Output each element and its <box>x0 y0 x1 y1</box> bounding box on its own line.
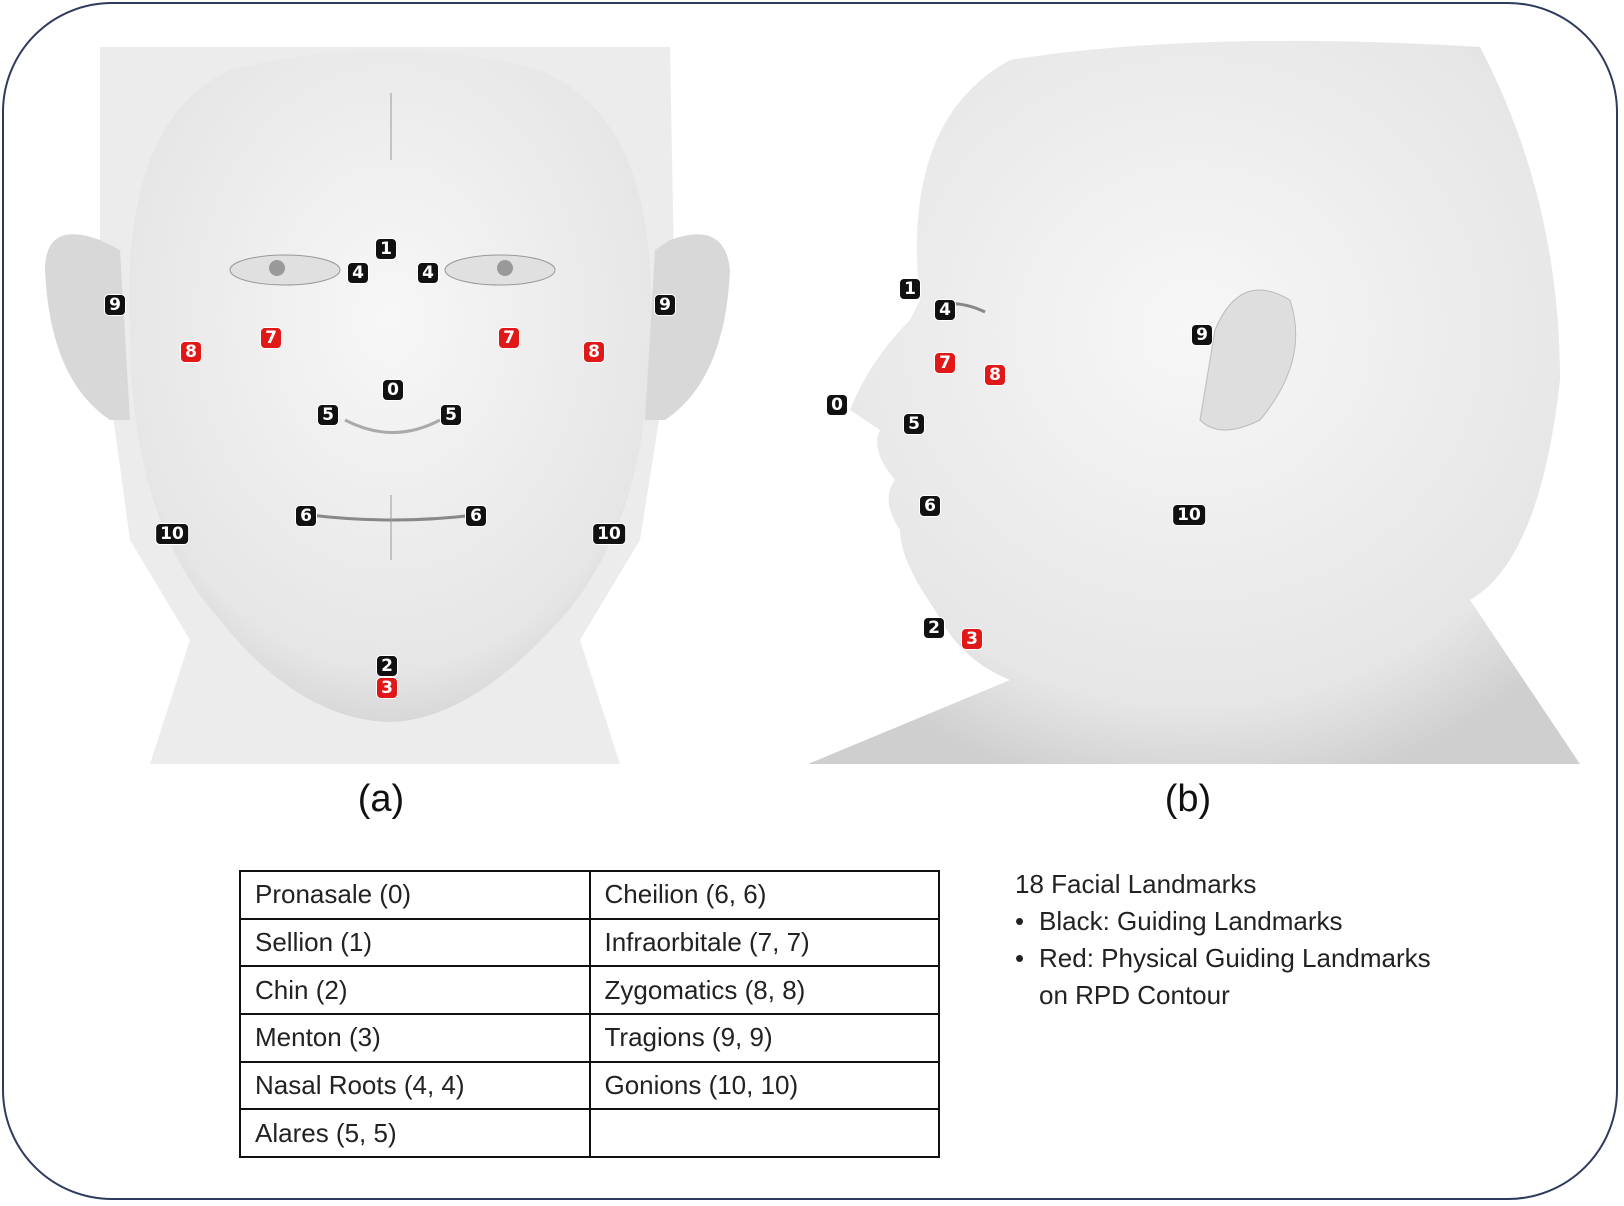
table-row: Sellion (1)Infraorbitale (7, 7) <box>239 917 940 968</box>
landmark-marker-10: 10 <box>592 523 626 545</box>
landmark-marker-7: 7 <box>498 327 520 349</box>
legend-item-red: Red: Physical Guiding Landmarks on RPD C… <box>1015 940 1439 1014</box>
landmark-marker-9: 9 <box>1191 324 1213 346</box>
landmark-marker-1: 1 <box>375 238 397 260</box>
table-row: Chin (2)Zygomatics (8, 8) <box>239 965 940 1015</box>
legend: 18 Facial Landmarks Black: Guiding Landm… <box>1015 866 1439 1014</box>
panel-a-caption: (a) <box>357 778 405 820</box>
landmark-marker-8: 8 <box>984 364 1006 386</box>
table-cell: Zygomatics (8, 8) <box>588 965 940 1015</box>
table-cell: Alares (5, 5) <box>239 1108 591 1158</box>
table-cell: Infraorbitale (7, 7) <box>588 917 940 968</box>
landmark-marker-3: 3 <box>961 628 983 650</box>
legend-title: 18 Facial Landmarks <box>1015 869 1257 899</box>
landmark-marker-5: 5 <box>317 404 339 426</box>
table-cell: Nasal Roots (4, 4) <box>239 1060 591 1111</box>
landmark-marker-0: 0 <box>382 379 404 401</box>
table-cell: Pronasale (0) <box>239 870 591 920</box>
landmark-marker-4: 4 <box>934 299 956 321</box>
table-cell: Tragions (9, 9) <box>588 1012 940 1063</box>
landmark-marker-6: 6 <box>465 505 487 527</box>
side-face-illustration <box>808 40 1580 764</box>
table-row: Pronasale (0)Cheilion (6, 6) <box>239 870 940 920</box>
table-row: Menton (3)Tragions (9, 9) <box>239 1012 940 1063</box>
table-cell: Cheilion (6, 6) <box>588 870 940 920</box>
landmark-marker-9: 9 <box>654 294 676 316</box>
table-cell: Menton (3) <box>239 1012 591 1063</box>
landmark-marker-3: 3 <box>376 677 398 699</box>
landmark-marker-2: 2 <box>376 655 398 677</box>
table-cell: Chin (2) <box>239 965 591 1015</box>
landmark-marker-8: 8 <box>180 341 202 363</box>
landmark-marker-6: 6 <box>295 505 317 527</box>
landmark-marker-7: 7 <box>934 352 956 374</box>
landmark-marker-7: 7 <box>260 327 282 349</box>
landmark-marker-8: 8 <box>583 341 605 363</box>
table-row: Nasal Roots (4, 4)Gonions (10, 10) <box>239 1060 940 1111</box>
landmark-marker-10: 10 <box>155 523 189 545</box>
landmark-marker-5: 5 <box>440 404 462 426</box>
panel-b-caption: (b) <box>1164 778 1212 820</box>
table-cell <box>588 1108 940 1158</box>
table-row: Alares (5, 5) <box>239 1108 940 1158</box>
landmark-marker-1: 1 <box>899 278 921 300</box>
landmark-marker-10: 10 <box>1172 504 1206 526</box>
landmark-marker-4: 4 <box>347 262 369 284</box>
landmark-marker-2: 2 <box>923 617 945 639</box>
landmark-marker-5: 5 <box>903 413 925 435</box>
landmark-marker-9: 9 <box>104 294 126 316</box>
landmark-marker-6: 6 <box>919 495 941 517</box>
landmark-marker-4: 4 <box>417 262 439 284</box>
table-cell: Sellion (1) <box>239 917 591 968</box>
legend-item-black: Black: Guiding Landmarks <box>1015 903 1439 940</box>
landmark-table: Pronasale (0)Cheilion (6, 6)Sellion (1)I… <box>239 870 940 1158</box>
table-cell: Gonions (10, 10) <box>588 1060 940 1111</box>
landmark-marker-0: 0 <box>826 394 848 416</box>
